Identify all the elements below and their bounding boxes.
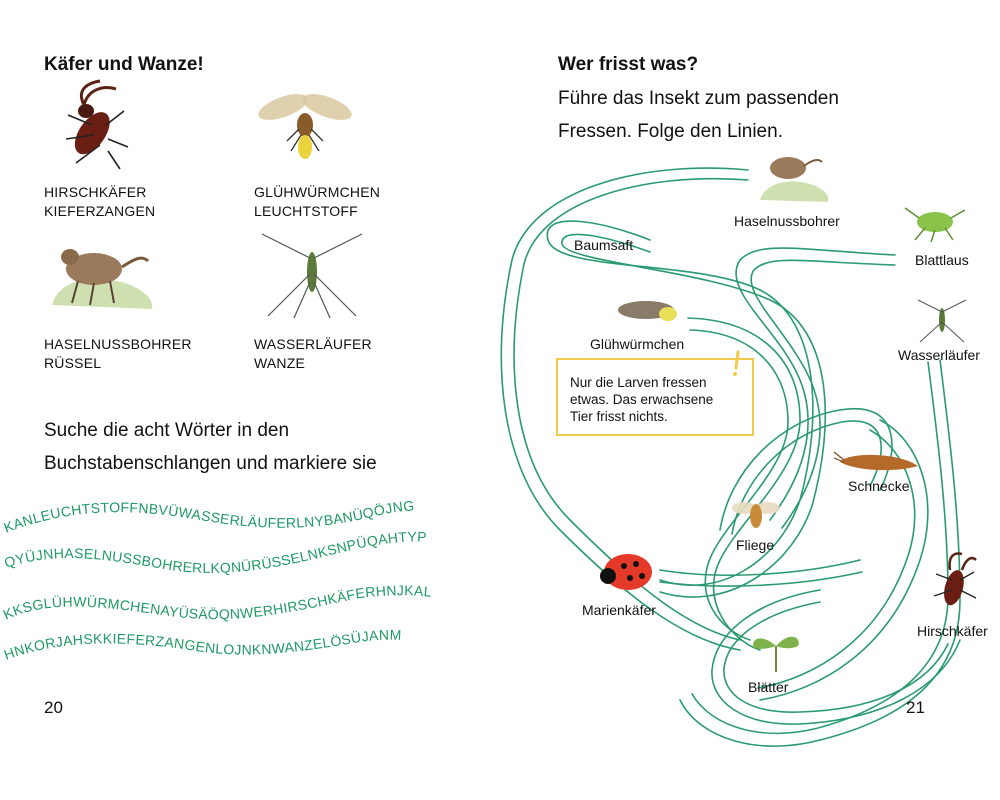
insect-name: HIRSCHKÄFER [44, 184, 147, 200]
maze-label-schnecke: Schnecke [848, 478, 910, 494]
insect-feature: RÜSSEL [44, 355, 102, 371]
larva-note-box: Nur die Larven fressen etwas. Das erwach… [556, 358, 754, 436]
maze-label-blaetter: Blätter [748, 679, 789, 695]
maze-label-baumsaft: Baumsaft [574, 237, 634, 253]
note-line: Tier frisst nichts. [570, 409, 668, 424]
stag-beetle-icon [933, 552, 977, 606]
insect-caption-4: WASSERLÄUFER WANZE [254, 335, 372, 373]
ladybug-icon [600, 554, 652, 590]
maze-label-blattlaus: Blattlaus [915, 252, 969, 268]
page-number-right: 21 [906, 698, 925, 717]
insect-feature: LEUCHTSTOFF [254, 203, 358, 219]
insect-name: GLÜHWÜRMCHEN [254, 184, 381, 200]
insect-name: HASELNUSSBOHRER [44, 336, 192, 352]
page-number-left: 20 [44, 698, 63, 717]
maze-label-marienkaefer: Marienkäfer [582, 602, 656, 618]
maze-label-hirschkaefer: Hirschkäfer [917, 623, 988, 639]
instruction-line: Führe das Insekt zum passenden [558, 88, 839, 109]
maze-label-gluehwuermchen: Glühwürmchen [590, 336, 685, 352]
instruction-line: Buchstabenschlangen und markiere sie [44, 453, 377, 474]
insect-feature: WANZE [254, 355, 306, 371]
glowworm-larva-icon [618, 301, 677, 321]
insect-caption-3: HASELNUSSBOHRER RÜSSEL [44, 335, 192, 373]
stag-beetle-icon [65, 79, 129, 170]
seedling-icon [753, 636, 799, 672]
insect-caption-2: GLÜHWÜRMCHEN LEUCHTSTOFF [254, 183, 380, 221]
fly-icon [732, 502, 780, 528]
note-line: etwas. Das erwachsene [570, 392, 714, 407]
right-page-title: Wer frisst was? [558, 54, 699, 75]
maze-label-fliege: Fliege [736, 537, 775, 553]
weevil-icon [52, 249, 153, 309]
firefly-icon [258, 94, 352, 159]
aphid-icon [904, 207, 966, 243]
insect-name: WASSERLÄUFER [254, 336, 372, 352]
insect-caption-1: HIRSCHKÄFER KIEFERZANGEN [44, 183, 155, 221]
maze-label-haselnussbohrer: Haselnussbohrer [734, 213, 840, 229]
instruction-line: Fressen. Folge den Linien. [558, 121, 783, 142]
maze-label-wasserlaeufer: Wasserläufer [898, 347, 980, 363]
left-page-title: Käfer und Wanze! [44, 54, 204, 75]
wordsearch-instruction: Suche die acht Wörter in den Buchstabens… [44, 414, 377, 480]
water-strider-icon [261, 233, 363, 319]
note-line: Nur die Larven fressen [570, 375, 707, 390]
instruction-line: Suche die acht Wörter in den [44, 420, 290, 441]
weevil-icon [760, 157, 829, 202]
slug-icon [833, 451, 918, 471]
maze-instruction: Führe das Insekt zum passenden Fressen. … [558, 82, 839, 148]
water-strider-icon [917, 299, 967, 343]
insect-feature: KIEFERZANGEN [44, 203, 156, 219]
